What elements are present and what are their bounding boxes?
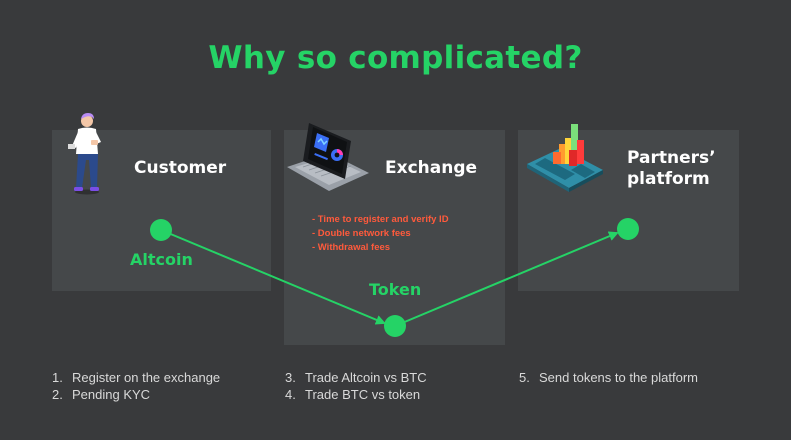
arrow-exchange-to-partners (394, 231, 619, 327)
exchange-node (384, 315, 406, 337)
arrow-customer-to-exchange (160, 229, 386, 325)
step-item: 3.Trade Altcoin vs BTC (285, 370, 427, 385)
person-illustration-icon (68, 113, 101, 195)
laptop-illustration-icon (287, 123, 369, 191)
step-item: 5.Send tokens to the platform (519, 370, 698, 385)
customer-node (150, 219, 172, 241)
steps-customer: 1.Register on the exchange 2.Pending KYC (52, 369, 220, 403)
page-title: Why so complicated? (208, 40, 583, 76)
fee-item: - Time to register and verify ID (312, 214, 449, 225)
step-item: 1.Register on the exchange (52, 370, 221, 385)
altcoin-label: Altcoin (130, 250, 193, 269)
step-item: 2.Pending KYC (52, 387, 151, 402)
steps-exchange: 3.Trade Altcoin vs BTC 4.Trade BTC vs to… (285, 369, 427, 403)
platform-illustration-icon (527, 124, 603, 192)
fee-item: - Withdrawal fees (312, 242, 391, 253)
exchange-title: Exchange (385, 158, 478, 178)
partners-node (617, 218, 639, 240)
steps-partners: 5.Send tokens to the platform (519, 369, 698, 386)
customer-title: Customer (134, 158, 227, 178)
fee-item: - Double network fees (312, 228, 411, 239)
partners-title: Partners’ platform (627, 148, 716, 189)
token-label: Token (369, 280, 422, 299)
step-item: 4.Trade BTC vs token (285, 387, 421, 402)
exchange-fees-list: - Time to register and verify ID - Doubl… (312, 213, 449, 255)
